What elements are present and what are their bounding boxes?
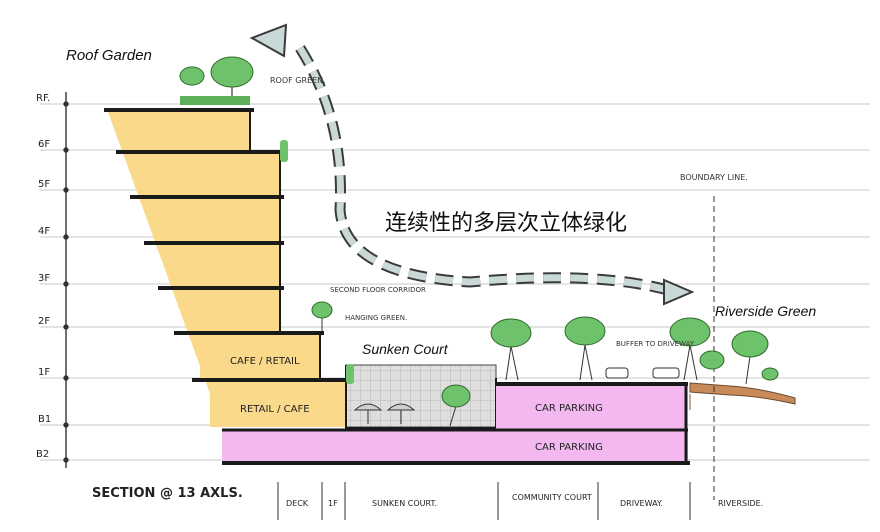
zone-label: DRIVEWAY. bbox=[620, 499, 663, 508]
level-label: 3F bbox=[38, 273, 50, 284]
zone-label: RIVERSIDE. bbox=[718, 499, 763, 508]
hanging-green-icon bbox=[280, 140, 354, 384]
tree-icon bbox=[441, 384, 471, 427]
main-caption: 连续性的多层次立体绿化 bbox=[385, 211, 627, 236]
second-floor-corridor-label: SECOND FLOOR CORRIDOR bbox=[330, 286, 426, 294]
tree-icon bbox=[564, 316, 606, 381]
level-axis bbox=[63, 92, 69, 468]
zone-label: 1F bbox=[328, 499, 338, 508]
tree-icon bbox=[179, 56, 254, 105]
hanging-green-label: HANGING GREEN. bbox=[345, 314, 407, 322]
cafe-retail-label: CAFE / RETAIL bbox=[230, 356, 300, 367]
zone-label: COMMUNITY COURT bbox=[512, 493, 592, 502]
roof-garden-label: Roof Garden bbox=[66, 47, 152, 64]
level-label: B1 bbox=[38, 414, 51, 425]
riverside-bank bbox=[689, 382, 796, 410]
riverside-green-label: Riverside Green bbox=[715, 303, 816, 319]
level-label: 5F bbox=[38, 179, 50, 190]
tree-icon bbox=[699, 330, 779, 385]
zone-label: DECK bbox=[286, 499, 309, 508]
level-label: 2F bbox=[38, 316, 50, 327]
greenery-flow-arrow bbox=[249, 23, 695, 306]
floor-level-labels: RF. 6F 5F 4F 3F 2F 1F B1 B2 bbox=[36, 93, 51, 460]
court-umbrellas bbox=[353, 403, 416, 424]
tree-icon bbox=[490, 318, 532, 381]
level-label: 6F bbox=[38, 139, 50, 150]
level-label: 1F bbox=[38, 367, 50, 378]
car-icon bbox=[605, 367, 680, 379]
retail-cafe-label: RETAIL / CAFE bbox=[240, 404, 310, 415]
tree-icon bbox=[311, 301, 333, 332]
level-label: RF. bbox=[36, 93, 50, 104]
building-walls bbox=[249, 108, 321, 380]
parking-levels bbox=[222, 382, 690, 465]
boundary-line-label: BOUNDARY LINE. bbox=[680, 173, 748, 182]
section-title: SECTION @ 13 AXLS. bbox=[92, 486, 243, 501]
zone-labels: DECK 1F SUNKEN COURT. COMMUNITY COURT DR… bbox=[286, 493, 763, 508]
level-label: 4F bbox=[38, 226, 50, 237]
tree-icon bbox=[669, 317, 711, 381]
sunken-court-label: Sunken Court bbox=[362, 341, 449, 357]
car-parking-label: CAR PARKING bbox=[535, 403, 603, 414]
zone-label: SUNKEN COURT. bbox=[372, 499, 437, 508]
level-label: B2 bbox=[36, 449, 49, 460]
zone-scale bbox=[277, 482, 691, 520]
roof-green-note: ROOF GREEN. bbox=[270, 76, 326, 85]
buffer-to-driveway-label: BUFFER TO DRIVEWAY bbox=[616, 340, 695, 348]
terraced-building bbox=[108, 112, 345, 427]
car-parking-label: CAR PARKING bbox=[535, 442, 603, 453]
